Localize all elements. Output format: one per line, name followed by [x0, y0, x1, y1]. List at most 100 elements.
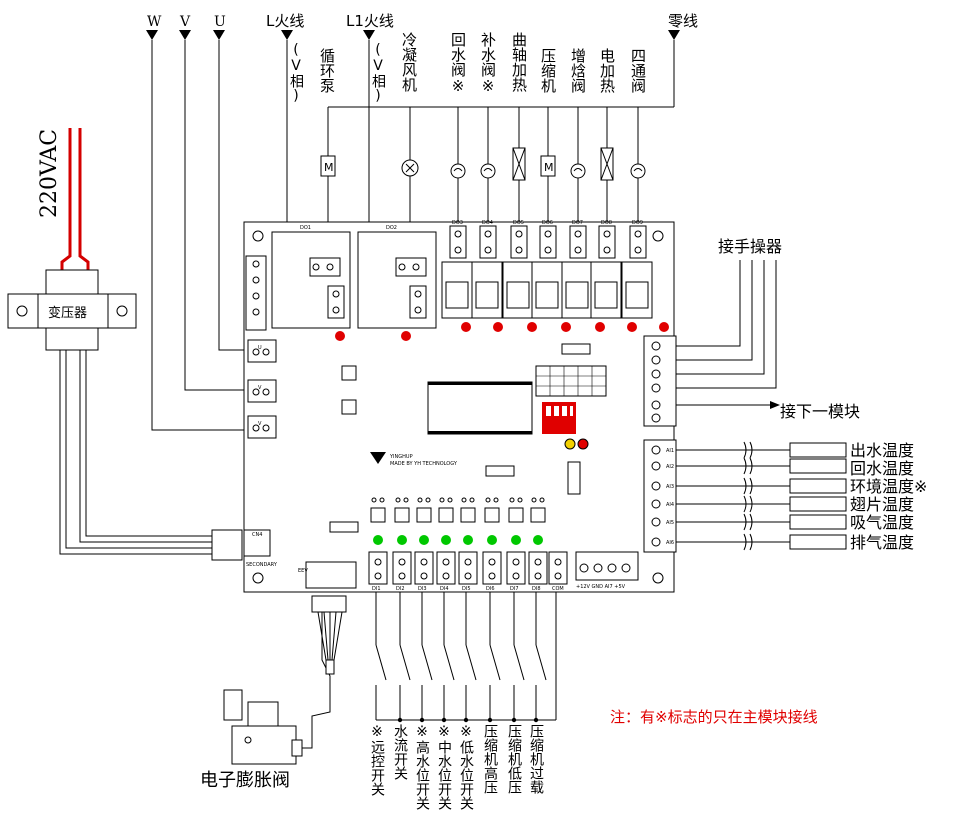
relay-label: DO3: [452, 220, 463, 226]
green-led: [397, 535, 407, 545]
compressor-label: 压缩机: [539, 48, 557, 94]
red-leds: [335, 322, 669, 341]
relay-label: DO6: [542, 220, 553, 226]
four-way-valve-coil-icon: [630, 163, 646, 179]
makeup-valve-coil-icon: [480, 163, 496, 179]
terminal-neutral-label: 零线: [668, 12, 698, 30]
transformer-port-sub-label: SECONDARY: [246, 562, 278, 568]
wires: [151, 40, 790, 749]
sensor-label: 回水温度: [850, 459, 914, 478]
switch-label: 水流开关: [392, 724, 408, 780]
switch-label: ※中水位开关: [436, 724, 452, 810]
relay-connector: [479, 225, 497, 259]
relay-connector: [539, 225, 557, 259]
di-terminal: [414, 551, 434, 585]
maker-text: YINGHUP: [389, 454, 413, 460]
switch-label: 压缩机低压: [506, 724, 522, 794]
green-led: [441, 535, 451, 545]
transformer-port: [243, 529, 271, 557]
eev-port-label: EEV: [298, 568, 308, 574]
relay-label: DO4: [482, 220, 493, 226]
transformer-secondary-wires: [59, 350, 212, 555]
eev-label: 电子膨胀阀: [200, 770, 290, 791]
temperature-probe-icon: [789, 534, 847, 550]
top-terminal-markers: [146, 30, 680, 40]
temperature-probe-icon: [789, 514, 847, 530]
pump-motor-icon: [320, 155, 336, 177]
do2-label: DO2: [386, 225, 397, 231]
switch-label: ※低水位开关: [458, 724, 474, 810]
power-relays: [271, 231, 437, 329]
terminal-l1-label: L1火线: [346, 12, 394, 30]
ai-label: AI5: [666, 520, 674, 526]
bottom-junction-dots: [397, 717, 539, 723]
controller-terminal-block: [643, 335, 677, 427]
terminal-v-label: V: [179, 14, 191, 30]
di-terminal: [548, 551, 568, 585]
green-led: [487, 535, 497, 545]
green-led: [373, 535, 383, 545]
temperature-probe-icon: [789, 496, 847, 512]
di-chip: [416, 507, 432, 523]
left-board-connectors: [245, 255, 277, 439]
temperature-probe-icon: [789, 458, 847, 474]
maker-logo-icon: [370, 452, 386, 464]
di-terminal: [392, 551, 412, 585]
switch-label: ※高水位开关: [414, 724, 430, 810]
fan-phase-label: (V相): [370, 42, 386, 104]
relay-connector: [569, 225, 587, 259]
di-label: DI6: [486, 586, 495, 592]
ai-label: AI2: [666, 464, 674, 470]
controller-label: 接手操器: [718, 237, 782, 256]
phase-u-terminal-label: U: [258, 345, 262, 351]
di-label: DI2: [396, 586, 405, 592]
relay-connector: [598, 225, 616, 259]
fan-label: 冷凝风机: [400, 32, 418, 93]
terminal-l-label: L火线: [266, 12, 304, 30]
four-way-valve-label: 四通阀: [629, 48, 647, 94]
terminal-u-label: U: [214, 14, 226, 30]
do1-label: DO1: [300, 225, 311, 231]
transformer-label: 变压器: [48, 305, 87, 321]
next-module-arrow-icon: [770, 401, 780, 409]
ai-label: AI3: [666, 484, 674, 490]
svg-text:M: M: [324, 161, 334, 174]
sensor-label: 排气温度: [850, 533, 914, 552]
di-terminal: [436, 551, 456, 585]
sensor-label: 出水温度: [850, 441, 914, 460]
transformer-plug: [211, 529, 243, 561]
di-terminal: [482, 551, 502, 585]
power-terminal-label: +12V GND AI7 +5V: [576, 584, 626, 590]
sensor-label: 环境温度※: [850, 477, 927, 496]
relay-label: DO8: [601, 220, 612, 226]
sensor-label: 翅片温度: [850, 495, 914, 514]
sensor-probes: [743, 441, 847, 551]
di-terminal: [528, 551, 548, 585]
status-led-red: [577, 438, 589, 450]
parameter-table: [535, 365, 607, 397]
terminal-w-label: W: [147, 14, 162, 30]
phase-v-terminal-label: V: [258, 385, 262, 391]
switch-label: 压缩机过载: [528, 724, 544, 795]
board-mount-holes: [252, 230, 664, 584]
sensor-label: 吸气温度: [850, 513, 914, 532]
relay-label: DO9: [632, 220, 643, 226]
di-label: DI1: [372, 586, 381, 592]
mains-red-wires: [60, 128, 90, 272]
transformer-port-label: CN4: [252, 532, 262, 538]
green-led: [533, 535, 543, 545]
di-label: DI5: [462, 586, 471, 592]
wiring-note: 注：有※标志的只在主模块接线: [610, 708, 818, 726]
eev-icon: [223, 689, 303, 765]
electric-heater-label: 电加热: [598, 48, 616, 93]
svg-text:M: M: [544, 161, 554, 174]
di-label: DI3: [418, 586, 427, 592]
di-terminal: [506, 551, 526, 585]
ai-label: AI6: [666, 540, 674, 546]
voltage-label: 220VAC: [37, 129, 62, 218]
maker-subtext: MADE BY YH TECHNOLOGY: [390, 461, 458, 467]
ai-label: AI1: [666, 448, 674, 454]
eev-plug: [311, 595, 347, 613]
